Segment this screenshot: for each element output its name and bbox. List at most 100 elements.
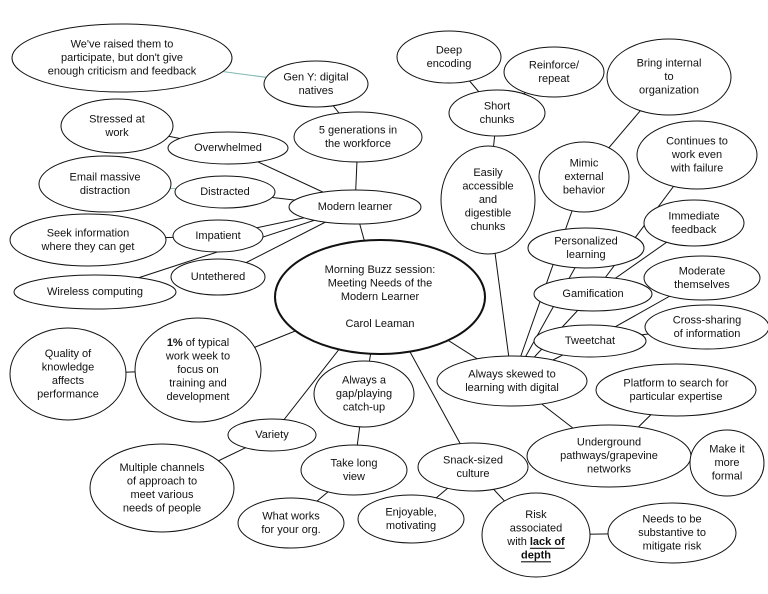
node-personalized-shape xyxy=(527,227,645,269)
node-continues-line-2: with failure xyxy=(670,163,724,175)
node-multiple-line-1: of approach to xyxy=(127,475,197,487)
node-onepct-line-0: 1% of typical xyxy=(167,337,229,349)
node-center-shape xyxy=(274,239,486,355)
node-onepct-line-3: training and xyxy=(169,378,227,390)
node-tweetchat: Tweetchat xyxy=(533,324,647,358)
node-risk-line-2: with lack of xyxy=(506,536,565,548)
node-seekinfo-line-0: Seek information xyxy=(47,227,130,239)
node-multiple-shape xyxy=(89,443,235,533)
node-continues-line-0: Continues to xyxy=(666,136,728,148)
node-enjoyable: Enjoyable, motivating xyxy=(357,494,465,544)
node-makeit-line-0: Make it xyxy=(709,444,744,456)
node-easily-line-1: accessible xyxy=(462,181,513,193)
node-variety-line-0: Variety xyxy=(255,429,289,441)
node-quality-line-2: affects xyxy=(52,375,85,387)
node-quality-shape xyxy=(9,327,127,421)
node-gap-line-1: gap/playing xyxy=(336,388,392,400)
node-geny-line-0: Gen Y: digital xyxy=(283,71,348,83)
node-easily-shape xyxy=(440,145,536,255)
node-needs-line-2: mitigate risk xyxy=(643,541,702,553)
node-onepct-line-4: development xyxy=(167,391,230,403)
node-continues-line-1: work even xyxy=(671,149,722,161)
node-mimic-line-0: Mimic xyxy=(570,158,599,170)
node-raised-line-2: enough criticism and feedback xyxy=(48,66,197,78)
node-untethered: Untethered xyxy=(170,258,266,296)
node-risk-line-0: Risk xyxy=(525,509,547,521)
node-reinforce-line-1: repeat xyxy=(538,73,569,85)
node-seekinfo-line-1: where they can get xyxy=(41,241,135,253)
node-gamification: Gamification xyxy=(533,276,653,312)
node-modern-shape xyxy=(288,189,422,225)
node-mimic-line-1: external xyxy=(564,171,603,183)
node-whatworks-line-0: What works xyxy=(262,510,320,522)
node-bring-line-0: Bring internal xyxy=(637,58,702,70)
node-risk-line-3: depth xyxy=(521,549,551,561)
node-immediate-line-1: feedback xyxy=(672,224,717,236)
node-easily-line-2: and xyxy=(479,194,497,206)
node-short: Short chunks xyxy=(448,89,546,137)
node-center-line-0: Morning Buzz session: xyxy=(325,264,436,276)
node-enjoyable-line-1: motivating xyxy=(386,520,436,532)
node-moderate-line-1: themselves xyxy=(674,279,730,291)
node-center: Morning Buzz session:Meeting Needs of th… xyxy=(274,239,486,355)
node-makeit-line-2: formal xyxy=(712,471,743,483)
node-risk-line-1: associated xyxy=(510,522,563,534)
node-geny-shape xyxy=(263,60,369,108)
node-whatworks: What works for your org. xyxy=(237,497,345,549)
node-short-line-1: chunks xyxy=(480,114,515,126)
node-whatworks-line-1: for your org. xyxy=(261,524,320,536)
node-multiple-line-2: meet various xyxy=(131,489,194,501)
diagram-nodes: Morning Buzz session:Meeting Needs of th… xyxy=(9,23,768,578)
node-overwhelmed-shape xyxy=(167,131,289,165)
node-takelong-line-0: Take long xyxy=(330,457,377,469)
node-reinforce: Reinforce/repeat xyxy=(503,46,605,98)
node-emailmassive-line-1: distraction xyxy=(80,185,130,197)
node-mimic-line-2: behavior xyxy=(563,185,606,197)
node-impatient-line-0: Impatient xyxy=(195,230,240,242)
node-gamification-line-0: Gamification xyxy=(562,288,623,300)
node-stressed-shape xyxy=(60,98,174,154)
node-short-line-0: Short xyxy=(484,100,510,112)
node-snack-line-1: culture xyxy=(456,468,489,480)
node-platform-line-1: particular expertise xyxy=(630,391,723,403)
node-geny-line-1: natives xyxy=(299,85,334,97)
node-bring-shape xyxy=(606,38,732,116)
node-whatworks-shape xyxy=(237,497,345,549)
node-needs-line-1: substantive to xyxy=(638,527,706,539)
node-continues-shape xyxy=(636,120,758,190)
node-onepct-shape xyxy=(134,317,262,423)
node-untethered-line-0: Untethered xyxy=(191,271,245,283)
node-stressed-line-0: Stressed at xyxy=(89,113,145,125)
node-needs-line-0: Needs to be xyxy=(642,514,701,526)
node-deep-line-1: encoding xyxy=(427,58,472,70)
node-raised-line-1: participate, but don't give xyxy=(61,52,183,64)
node-enjoyable-shape xyxy=(357,494,465,544)
node-crossshare-line-0: Cross-sharing xyxy=(673,314,741,326)
node-center-line-2: Modern Learner xyxy=(341,291,420,303)
node-enjoyable-line-0: Enjoyable, xyxy=(385,506,436,518)
node-seekinfo: Seek information where they can get xyxy=(9,213,167,267)
node-makeit-line-1: more xyxy=(714,457,739,469)
node-fivegen-line-0: 5 generations in xyxy=(319,124,397,136)
node-emailmassive-shape xyxy=(38,155,172,213)
node-personalized-line-1: learning xyxy=(566,249,605,261)
node-takelong-line-1: view xyxy=(343,471,365,483)
node-bring-line-1: to xyxy=(664,71,673,83)
node-multiple-line-0: Multiple channels xyxy=(120,462,205,474)
node-easily-line-4: chunks xyxy=(471,221,506,233)
